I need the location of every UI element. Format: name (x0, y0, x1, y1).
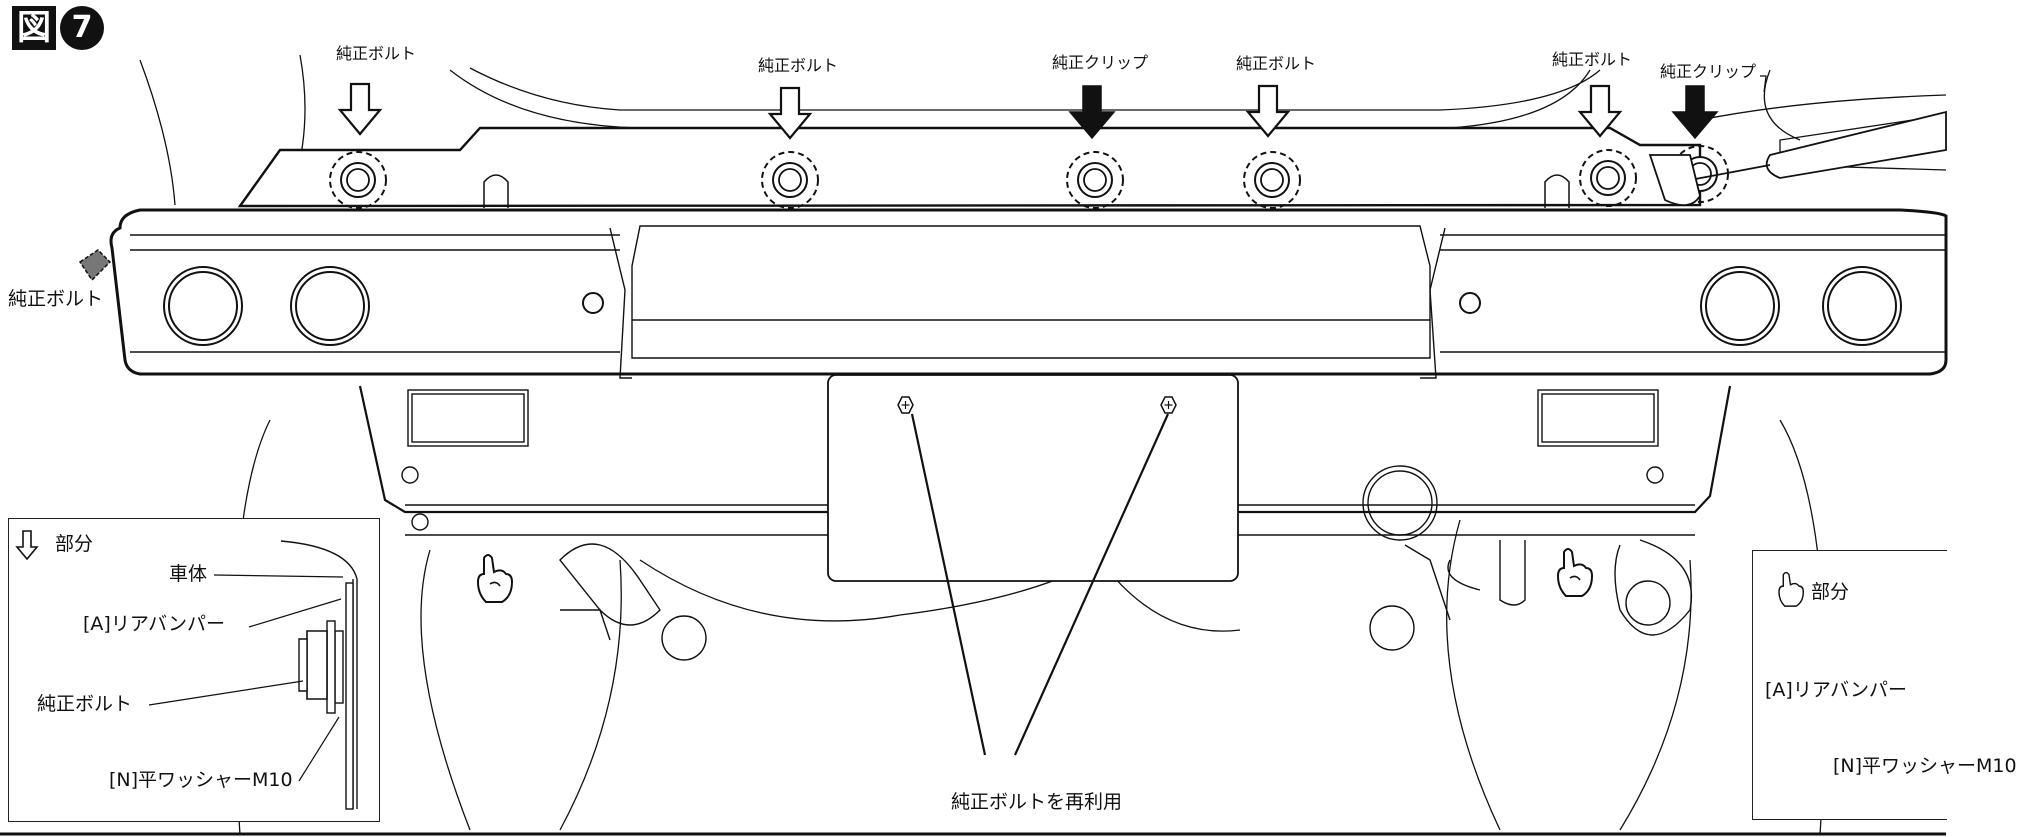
license-plate (827, 374, 1239, 582)
inset-right-title: 部分 (1811, 581, 1850, 603)
label-top-clip-2: 純正クリップ (1660, 62, 1757, 81)
label-top-bolt-2: 純正ボルト (758, 56, 839, 75)
inset-right-washer: [N]平ワッシャーM10 (1833, 755, 2017, 777)
inset-left-detail: 部分 車体 [A]リアバンパー 純正ボルト [N]平ワッシャーM10 (8, 518, 380, 822)
outline-down-arrow-icon (338, 82, 382, 136)
plate-bolt-crosses (901, 401, 1173, 409)
label-top-bolt-4: 純正ボルト (1552, 50, 1633, 69)
label-side-bolt: 純正ボルト (8, 288, 104, 310)
pointing-hand-icon (1778, 571, 1805, 607)
inset-left-bolt: 純正ボルト (37, 693, 133, 715)
lower-frame (401, 389, 1695, 661)
figure-number-badge: 図 7 (12, 6, 104, 50)
bumper-diagram (0, 54, 1948, 836)
reuse-leader-lines (910, 413, 1170, 756)
vehicle-body-outline (139, 54, 1947, 836)
inset-right-bumper: [A]リアバンパー (1765, 679, 1908, 701)
pointing-hand-icon (1557, 548, 1593, 597)
side-bolt-marker (78, 249, 112, 282)
inset-left-drawing (15, 530, 358, 810)
inset-right-detail: 部分 [A]リアバンパー [N]平ワッシャーM10 (1752, 550, 2017, 820)
reflectors (163, 266, 1902, 346)
figure-number: 7 (60, 6, 104, 50)
bumper-mount-plate (237, 126, 1702, 208)
outline-down-arrow-icon (15, 530, 39, 561)
top-label-leaders (1760, 75, 1767, 93)
bumper-detail-lines (130, 225, 1946, 379)
screwdriver-tool (1648, 110, 1947, 206)
mount-slots (483, 174, 1570, 208)
label-reuse-bolts: 純正ボルトを再利用 (951, 791, 1123, 813)
inset-left-title: 部分 (55, 533, 94, 555)
label-top-bolt-1: 純正ボルト (336, 44, 417, 63)
rear-bumper-body (109, 208, 1948, 376)
solid-down-arrow-icon (1672, 85, 1718, 139)
inset-left-washer: [N]平ワッシャーM10 (109, 769, 293, 791)
label-top-clip-1: 純正クリップ (1052, 53, 1149, 72)
inset-left-body: 車体 (169, 563, 208, 585)
inset-left-bumper: [A]リアバンパー (83, 613, 226, 635)
pointing-hand-icon (477, 554, 513, 603)
label-top-bolt-3: 純正ボルト (1236, 54, 1317, 73)
figure-kanji: 図 (12, 6, 56, 50)
